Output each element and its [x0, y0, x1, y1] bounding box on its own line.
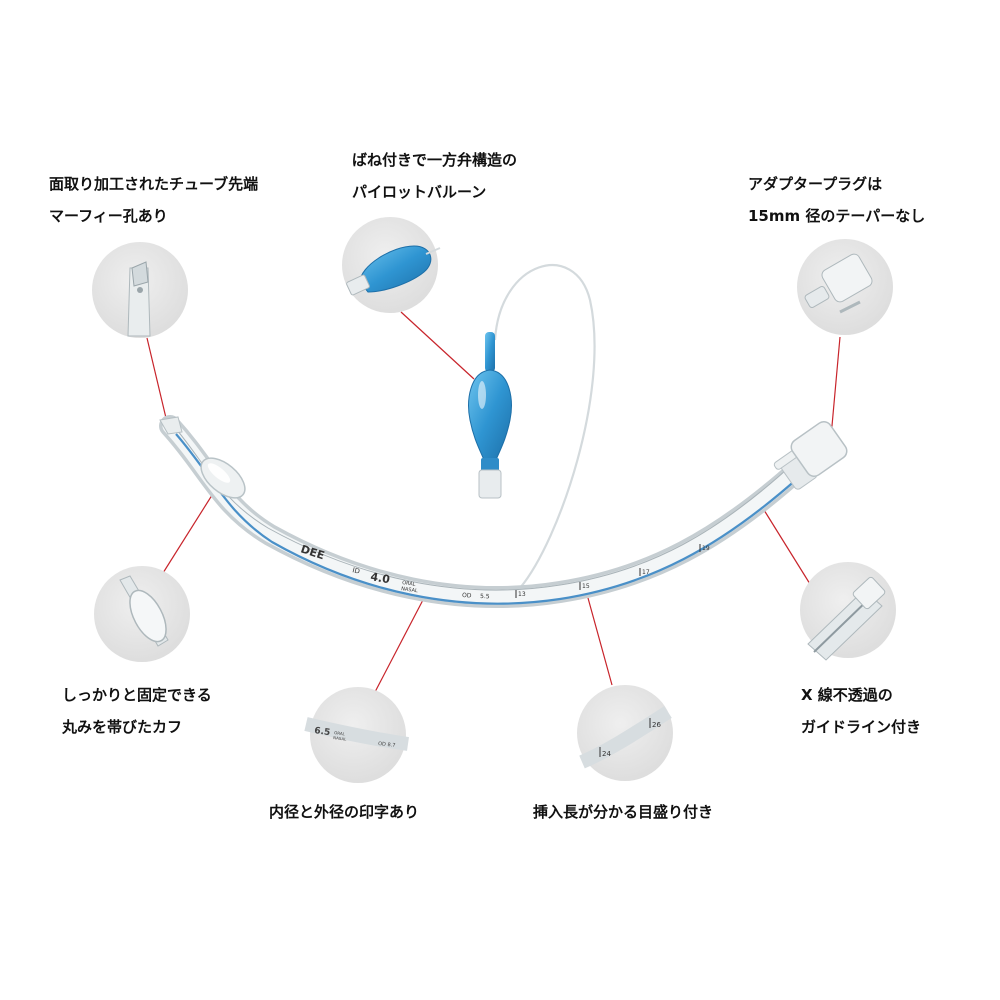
- pilot-line: [493, 264, 596, 589]
- leader-tip: [146, 337, 167, 419]
- adapter-plug: [773, 420, 848, 490]
- callout-cuff: しっかりと固定できる 丸みを帯びたカフ: [62, 688, 212, 735]
- scale-mark-label: 19: [702, 545, 710, 552]
- callout-xray-line-2: ガイドライン付き: [801, 718, 922, 736]
- adapter-detail-body: [821, 253, 873, 303]
- tip-detail-bevel: [131, 261, 149, 287]
- xray-guideline: [175, 433, 799, 605]
- balloon-detail-valve: [346, 274, 370, 296]
- adapter-detail-stem: [804, 286, 830, 308]
- scale-mark-label: 17: [642, 569, 650, 576]
- callout-tip-line-2: マーフィー孔あり: [49, 207, 168, 225]
- leader-balloon: [400, 311, 475, 380]
- cuff-detail-balloon: [129, 589, 167, 643]
- tube-id-label: ID: [352, 566, 361, 576]
- print-detail-use-top: ORAL: [334, 730, 346, 737]
- scale-ticks: 13 15 17 19: [515, 544, 710, 598]
- callout-xray-line-1: X 線不透過の: [801, 686, 893, 704]
- leader-xray: [763, 509, 811, 585]
- tube-use-bottom: NASAL: [401, 586, 419, 594]
- balloon-detail-image: [346, 245, 441, 296]
- callout-xray: X 線不透過の ガイドライン付き: [801, 688, 921, 735]
- callout-tip: 面取り加工されたチューブ先端 マーフィー孔あり: [49, 177, 258, 224]
- callout-scale-line-1: 挿入長が分かる目盛り付き: [533, 803, 714, 821]
- cuff-shine: [207, 463, 231, 483]
- tip-detail-murphy-eye: [137, 287, 143, 293]
- print-detail-use-bottom: NASAL: [333, 735, 348, 742]
- tube-od-value: 5.5: [480, 593, 490, 600]
- pilot-balloon: [468, 332, 512, 499]
- adapter-detail-flange: [839, 300, 861, 314]
- tube-od-label: OD: [462, 592, 472, 599]
- tube-use-top: ORAL: [402, 580, 416, 588]
- callout-print-line-1: 内径と外径の印字あり: [269, 803, 420, 821]
- print-detail-tube: [304, 717, 409, 751]
- callout-cuff-line-1: しっかりと固定できる: [62, 686, 212, 704]
- callout-cuff-line-2: 丸みを帯びたカフ: [62, 718, 183, 736]
- print-detail-od: OD 8.7: [378, 741, 396, 749]
- xray-detail-tube: [807, 589, 883, 661]
- print-detail-image: 6.5 ORAL NASAL OD 8.7: [304, 717, 409, 751]
- leader-scale: [587, 597, 613, 686]
- callout-adapter-line-1: アダプタープラグは: [748, 175, 883, 193]
- callout-balloon-line-2: パイロットバルーン: [352, 183, 487, 201]
- scale-detail-ticks: 24 26: [599, 718, 661, 758]
- balloon-body: [468, 369, 512, 461]
- leader-lines: [146, 311, 841, 693]
- scale-detail-tube: [579, 706, 672, 769]
- scale-detail-label: 26: [652, 721, 661, 729]
- cuff-detail-image: [119, 575, 169, 647]
- tube-id-value: 4.0: [369, 570, 391, 586]
- leader-print: [374, 597, 425, 693]
- callout-tip-line-1: 面取り加工されたチューブ先端: [49, 175, 259, 193]
- tube-printing: DEE ID 4.0 ORAL NASAL OD 5.5: [299, 542, 490, 600]
- balloon-stem-top: [485, 332, 495, 372]
- scale-detail-label: 24: [602, 750, 611, 758]
- callout-balloon-line-1: ばね付きで一方弁構造の: [352, 151, 518, 169]
- adapter-body: [790, 420, 848, 478]
- adapter-detail-image: [804, 253, 873, 314]
- callout-print: 内径と外径の印字あり: [269, 805, 419, 820]
- callout-adapter-line-2: 15mm 径のテーパーなし: [748, 207, 926, 225]
- balloon-valve: [481, 458, 499, 472]
- balloon-detail-line: [425, 247, 441, 255]
- callout-adapter: アダプタープラグは 15mm 径のテーパーなし: [748, 177, 925, 224]
- xray-detail-connector: [852, 576, 886, 610]
- callout-scale: 挿入長が分かる目盛り付き: [533, 805, 713, 820]
- tip-detail-image: [127, 261, 151, 337]
- balloon-detail-body: [359, 245, 432, 293]
- xray-detail-image: [807, 576, 886, 661]
- scale-detail-image: 24 26: [579, 706, 672, 769]
- leader-cuff: [162, 491, 215, 574]
- callout-balloon: ばね付きで一方弁構造の パイロットバルーン: [352, 153, 517, 200]
- scale-mark-label: 13: [518, 591, 526, 598]
- tube-tip: [159, 416, 183, 435]
- balloon-shine: [478, 381, 486, 409]
- print-detail-size: 6.5: [314, 726, 331, 738]
- balloon-valve-end: [478, 469, 502, 499]
- scale-mark-label: 15: [582, 583, 590, 590]
